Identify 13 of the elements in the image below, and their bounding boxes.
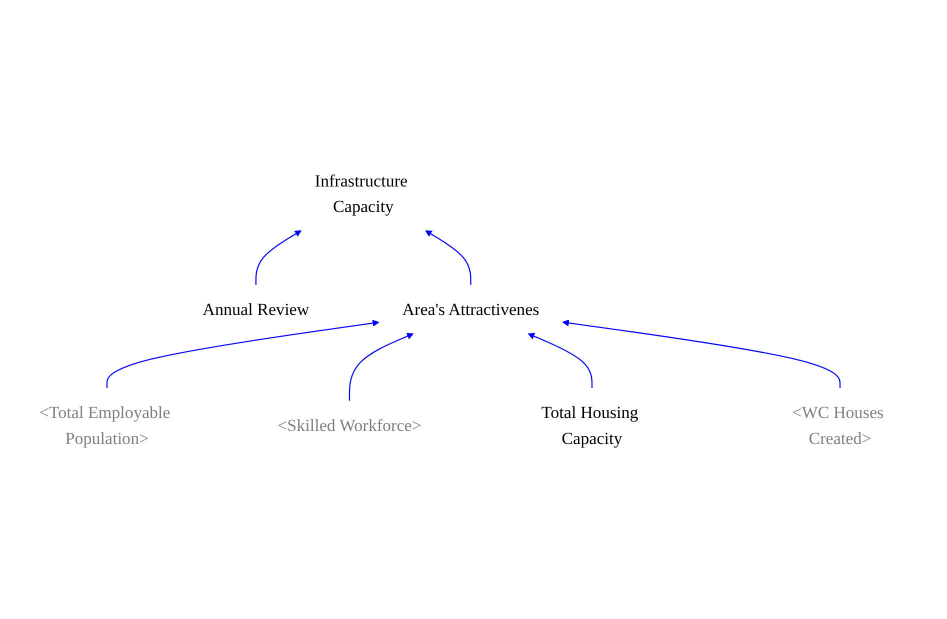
arrow xyxy=(255,230,302,286)
node-text: <Skilled Workforce> xyxy=(277,416,422,436)
node-text: <WC Houses Created> xyxy=(792,402,884,448)
arrow xyxy=(106,320,380,388)
node-text: Total Housing Capacity xyxy=(541,402,638,448)
arrow xyxy=(562,320,841,388)
node-text: Annual Review xyxy=(202,300,310,320)
node-text: Area's Attractivenes xyxy=(402,300,540,320)
arrow xyxy=(425,230,472,286)
node-text: <Total Employable Population> xyxy=(39,402,170,448)
node-text: Infrastructure Capacity xyxy=(314,171,408,216)
arrow xyxy=(528,333,593,388)
arrow xyxy=(348,333,414,401)
